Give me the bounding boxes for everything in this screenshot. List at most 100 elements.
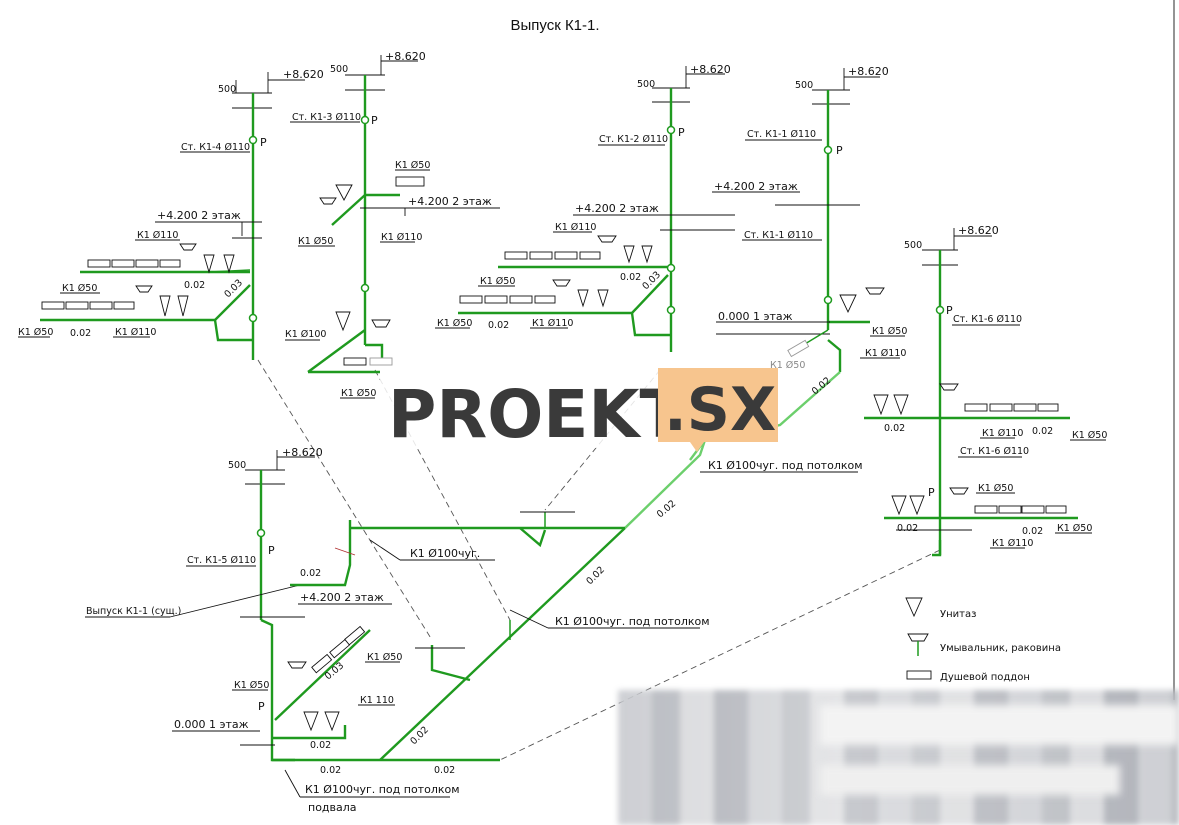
shower-icon <box>906 670 932 680</box>
slope-label: 0.02 <box>310 740 331 751</box>
toilet-icon <box>905 597 923 618</box>
label-k1-100-ceiling: К1 Ø100чуг. под потолком <box>708 459 863 472</box>
p-label: P <box>260 136 267 149</box>
slope-label: 0.02 <box>408 724 431 747</box>
elev-mark: +8.620 <box>848 65 889 78</box>
slope-label: 0.02 <box>584 564 607 587</box>
riser-k1-4-group: +8.620 500 P Ст. К1-4 Ø110 +4.200 2 этаж <box>18 68 324 360</box>
label-k1-110: К1 Ø110 <box>865 348 906 359</box>
label-k1-50: К1 Ø50 <box>367 652 402 663</box>
label-k1-100-cast: К1 Ø100чуг. <box>410 547 480 560</box>
watermark-text: PROEKT <box>388 376 685 453</box>
slope-label: 0.02 <box>434 765 455 776</box>
dim-500: 500 <box>637 79 655 90</box>
label-basement-1: К1 Ø100чуг. под потолком <box>305 783 460 796</box>
label-k1-50: К1 Ø50 <box>234 680 269 691</box>
label-k1-110: К1 Ø110 <box>137 230 178 241</box>
label-k1-50: К1 Ø50 <box>62 283 97 294</box>
p-label: P <box>371 114 378 127</box>
floor1-label: 0.000 1 этаж <box>718 310 793 323</box>
floor1-label: 0.000 1 этаж <box>174 718 249 731</box>
label-k1-50: К1 Ø50 <box>770 360 805 371</box>
blurred-overlay-band <box>820 705 1179 745</box>
legend: Унитаз Умывальник, раковина Душевой подд… <box>905 597 1061 683</box>
dim-500: 500 <box>228 460 246 471</box>
legend-shower: Душевой поддон <box>940 672 1030 683</box>
slope-label: 0.02 <box>70 328 91 339</box>
watermark: PROEKT .SX <box>380 368 778 453</box>
label-k1-50: К1 Ø50 <box>480 276 515 287</box>
label-k1-50: К1 Ø50 <box>1072 430 1107 441</box>
label-k1-110: К1 Ø110 <box>992 538 1033 549</box>
riser-label-k1-3: Ст. К1-3 Ø110 <box>292 112 361 123</box>
p-label: P <box>268 544 275 557</box>
slope-label: 0.02 <box>620 272 641 283</box>
slope-label: 0.02 <box>320 765 341 776</box>
legend-toilet: Унитаз <box>940 609 976 620</box>
slope-label: 0.02 <box>1032 426 1053 437</box>
slope-label: 0.02 <box>884 423 905 434</box>
label-k1-100-ceiling: К1 Ø100чуг. под потолком <box>555 615 710 628</box>
label-k1-110: К1 110 <box>360 695 394 706</box>
elev-mark: +8.620 <box>958 224 999 237</box>
label-k1-50: К1 Ø50 <box>395 160 430 171</box>
label-k1-100: К1 Ø100 <box>285 329 326 340</box>
p-label: P <box>836 144 843 157</box>
p-label: P <box>928 486 935 499</box>
riser-label-k1-6: Ст. К1-6 Ø110 <box>960 446 1029 457</box>
floor2-label: +4.200 2 этаж <box>157 209 241 222</box>
label-k1-50: К1 Ø50 <box>341 388 376 399</box>
label-basement-2: подвала <box>308 801 357 814</box>
slope-label: 0.02 <box>897 523 918 534</box>
elev-mark: +8.620 <box>282 446 323 459</box>
dim-500: 500 <box>330 64 348 75</box>
elev-mark: +8.620 <box>690 63 731 76</box>
sink-icon <box>907 633 929 642</box>
riser-label-k1-1: Ст. К1-1 Ø110 <box>744 230 813 241</box>
outlet-existing-label: Выпуск К1-1 (сущ.) <box>86 606 181 617</box>
label-k1-50: К1 Ø50 <box>437 318 472 329</box>
riser-label-k1-5: Ст. К1-5 Ø110 <box>187 555 256 566</box>
basement-main-pipe: 0.02 0.02 0.02 0.02 0.02 К1 Ø100чуг. К1 … <box>272 439 710 814</box>
label-k1-50: К1 Ø50 <box>1057 523 1092 534</box>
slope-label: 0.03 <box>222 277 245 300</box>
riser-label-k1-2: Ст. К1-2 Ø110 <box>599 134 668 145</box>
label-k1-50: К1 Ø50 <box>298 236 333 247</box>
label-k1-110: К1 Ø110 <box>115 327 156 338</box>
legend-sink: Умывальник, раковина <box>940 643 1061 654</box>
elev-mark: +8.620 <box>283 68 324 81</box>
riser-k1-3-group: +8.620 500 P Ст. К1-3 Ø110 К1 Ø50 +4.200… <box>285 50 500 399</box>
p-label: P <box>258 700 265 713</box>
slope-label: 0.03 <box>640 269 663 292</box>
floor2-label: +4.200 2 этаж <box>300 591 384 604</box>
elev-mark: +8.620 <box>385 50 426 63</box>
label-k1-50: К1 Ø50 <box>18 327 53 338</box>
label-k1-110: К1 Ø110 <box>555 222 596 233</box>
slope-label: 0.02 <box>1022 526 1043 537</box>
label-k1-50: К1 Ø50 <box>872 326 907 337</box>
slope-label: 0.02 <box>655 498 678 520</box>
watermark-domain: .SX <box>664 375 776 445</box>
dim-500: 500 <box>904 240 922 251</box>
slope-label: 0.02 <box>300 568 321 579</box>
riser-k1-1-group: +8.620 500 P Ст. К1-1 Ø110 +4.200 2 этаж… <box>712 65 907 372</box>
slope-label: 0.02 <box>184 280 205 291</box>
floor2-label: +4.200 2 этаж <box>408 195 492 208</box>
p-label: P <box>678 126 685 139</box>
riser-k1-5-group: +8.620 500 P Ст. К1-5 Ø110 Выпуск К1-1 (… <box>85 446 402 762</box>
riser-label-k1-4: Ст. К1-4 Ø110 <box>181 142 250 153</box>
riser-label-k1-1: Ст. К1-1 Ø110 <box>747 129 816 140</box>
p-label: P <box>946 304 953 317</box>
label-k1-110: К1 Ø110 <box>381 232 422 243</box>
slope-label: 0.02 <box>488 320 509 331</box>
riser-k1-6-group: +8.620 500 P Ст. К1-6 Ø110 0.02 0.02 К1 … <box>864 224 1107 557</box>
dim-500: 500 <box>218 84 236 95</box>
label-k1-50: К1 Ø50 <box>978 483 1013 494</box>
floor2-label: +4.200 2 этаж <box>714 180 798 193</box>
floor2-label: +4.200 2 этаж <box>575 202 659 215</box>
riser-k1-2-group: +8.620 500 P Ст. К1-2 Ø110 +4.200 2 этаж… <box>435 63 735 352</box>
diagram-title: Выпуск К1-1. <box>510 17 599 34</box>
dim-500: 500 <box>795 80 813 91</box>
riser-label-k1-6: Ст. К1-6 Ø110 <box>953 314 1022 325</box>
